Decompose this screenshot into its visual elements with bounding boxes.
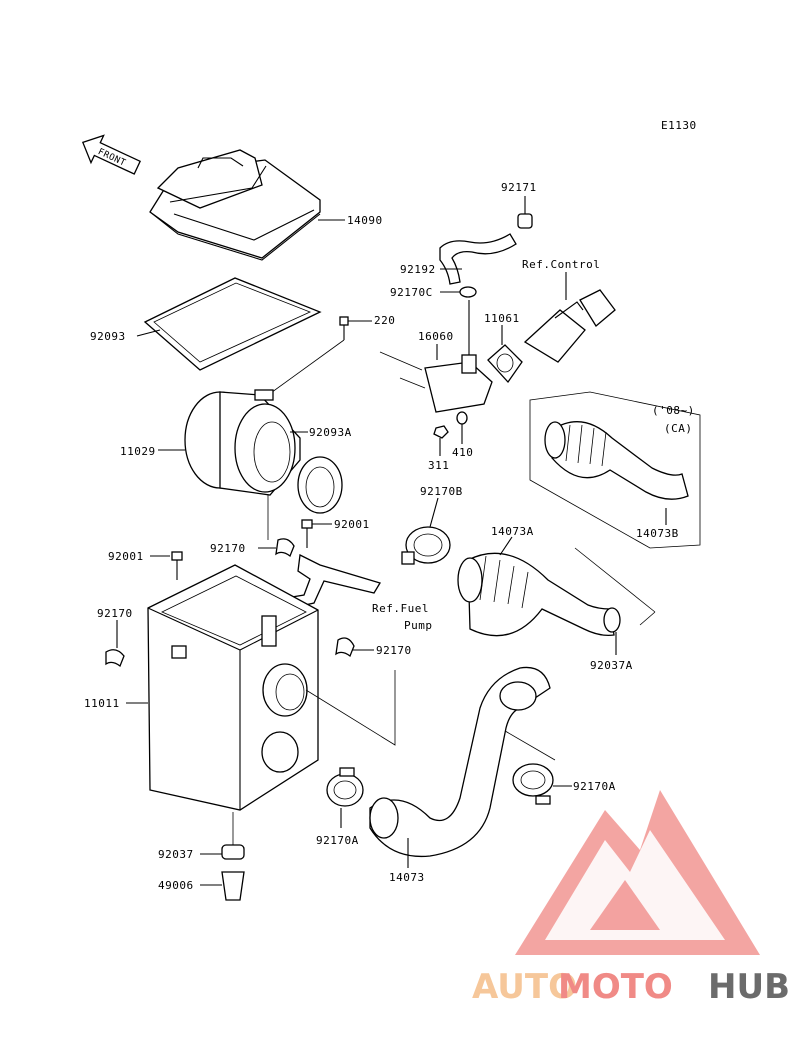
seal-92093A (297, 456, 343, 514)
ca-variant-box: ('08~) (CA) 14073B (529, 391, 701, 549)
label-11011: 11011 (84, 697, 120, 710)
label-220: 220 (374, 314, 395, 327)
nut-311 (433, 425, 449, 439)
bolt-92001-a (301, 519, 313, 548)
fuel-pump-bracket (291, 554, 381, 608)
label-92093: 92093 (90, 330, 126, 343)
watermark-triangle-inner (545, 830, 725, 940)
clip-92170-right (335, 637, 355, 658)
clip-92171 (517, 213, 533, 229)
watermark-auto: AUTO (472, 967, 577, 1007)
label-92170B: 92170B (420, 485, 463, 498)
diagram-code: E1130 (661, 119, 697, 132)
clamp-92037 (221, 844, 245, 860)
clamp-92170A-left (326, 767, 364, 807)
watermark-hub: HUB (708, 967, 790, 1007)
label-11061: 11061 (484, 312, 520, 325)
label-16060: 16060 (418, 330, 454, 343)
washer-410 (456, 411, 468, 425)
label-92170A-right: 92170A (573, 780, 616, 793)
label-92001-a: 92001 (334, 518, 370, 531)
watermark-triangle-core (590, 880, 660, 930)
duct-14073A (457, 552, 621, 637)
air-box-11011 (147, 564, 319, 811)
clamp-92170C (459, 286, 477, 298)
ca-year-label: ('08~) (652, 404, 695, 417)
label-92170C: 92170C (390, 286, 433, 299)
label-92170-top: 92170 (210, 542, 246, 555)
screw-220 (339, 316, 349, 340)
label-92192: 92192 (400, 263, 436, 276)
label-92170A-left: 92170A (316, 834, 359, 847)
label-14073: 14073 (389, 871, 425, 884)
label-14073A: 14073A (491, 525, 534, 538)
gasket-92093 (143, 277, 322, 371)
clip-92170-left (105, 649, 125, 668)
bolt-92001-b (171, 551, 183, 580)
hose-92192 (439, 233, 517, 285)
watermark-text: AUTO MOTO HUB (472, 967, 790, 1007)
label-92170-left: 92170 (97, 607, 133, 620)
ca-region-label: (CA) (664, 422, 693, 435)
clamp-92170B (401, 526, 451, 565)
watermark-moto: MOTO (558, 967, 673, 1007)
ref-control-label: Ref.Control (522, 258, 600, 271)
label-14073B: 14073B (636, 527, 679, 540)
label-410: 410 (452, 446, 473, 459)
label-92037A: 92037A (590, 659, 633, 672)
air-filter-11029 (184, 389, 301, 496)
label-92171: 92171 (501, 181, 537, 194)
air-cleaner-cover (149, 149, 321, 261)
watermark-logo (515, 790, 760, 955)
duct-14073 (369, 666, 551, 858)
gasket-11061 (487, 344, 523, 384)
duct-16060 (424, 300, 493, 413)
front-arrow-icon: FRONT (81, 134, 142, 175)
label-11029: 11029 (120, 445, 156, 458)
drain-tube-49006 (221, 871, 245, 901)
label-49006: 49006 (158, 879, 194, 892)
ref-fuel-label-1: Ref.Fuel (372, 602, 429, 615)
control-bracket (523, 289, 616, 363)
label-92170-right: 92170 (376, 644, 412, 657)
clamp-92170A-right (512, 763, 554, 805)
label-311: 311 (428, 459, 449, 472)
clip-92170-top (275, 538, 295, 558)
label-92037: 92037 (158, 848, 194, 861)
label-14090: 14090 (347, 214, 383, 227)
label-92093A: 92093A (309, 426, 352, 439)
ref-fuel-label-2: Pump (404, 619, 433, 632)
label-92001-b: 92001 (108, 550, 144, 563)
